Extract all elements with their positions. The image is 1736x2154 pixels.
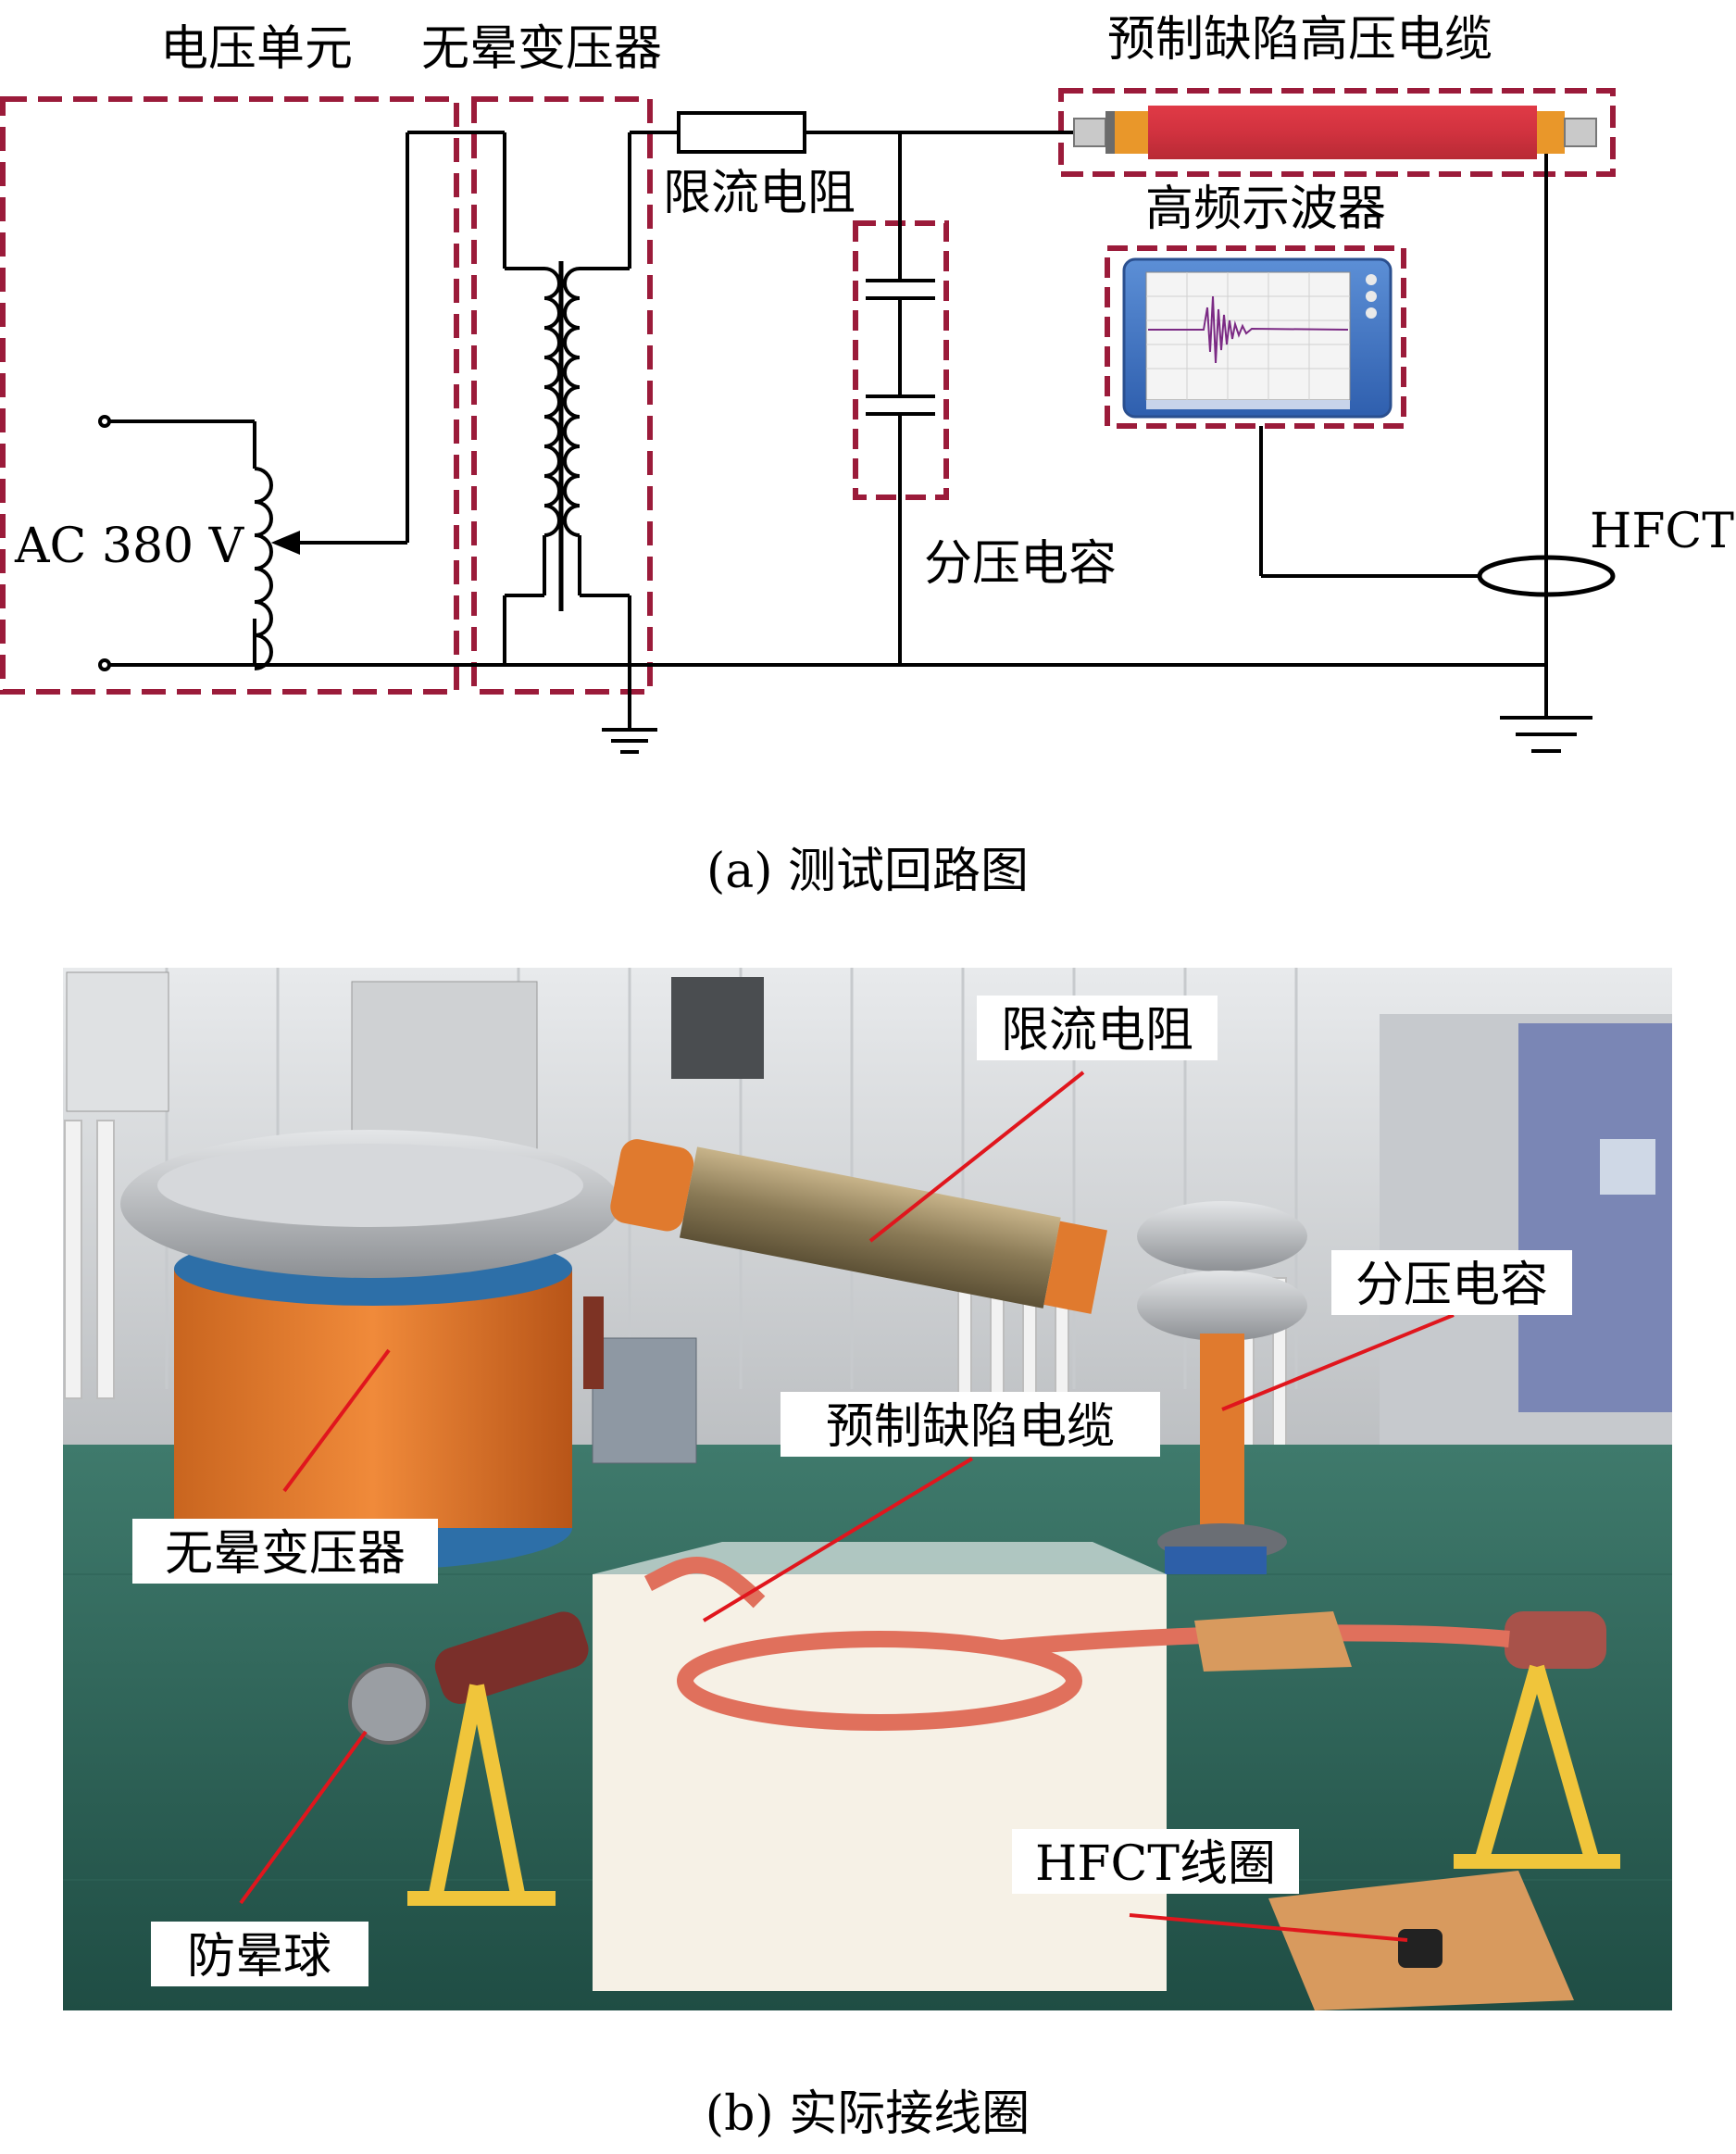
resistor-label: 限流电阻: [663, 166, 856, 221]
transformer-box: [471, 96, 653, 695]
defect-cable-label: 预制缺陷高压电缆: [1107, 12, 1492, 68]
oscilloscope-box: [1105, 245, 1406, 429]
voltage-unit-label: 电压单元: [160, 21, 353, 77]
photo-capacitor-label: 分压电容: [1355, 1258, 1548, 1313]
photo-resistor-label: 限流电阻: [1001, 1003, 1193, 1058]
oscilloscope-graphic: [1122, 257, 1393, 419]
caption-b: (b) 实际接线圈: [706, 2086, 1030, 2142]
photo-corona-ball-label: 防晕球: [187, 1929, 331, 1985]
caption-a: (a) 测试回路图: [706, 844, 1029, 899]
voltage-unit-box: [0, 96, 459, 695]
capacitor-label: 分压电容: [924, 536, 1117, 592]
wiring-photo: 限流电阻 分压电容 预制缺陷电缆 无晕变压器 防晕球 HFCT线圈: [63, 968, 1672, 2010]
oscilloscope-label: 高频示波器: [1145, 182, 1386, 237]
photo-hfct-coil-label: HFCT线圈: [1035, 1836, 1276, 1892]
photo-defect-cable-label: 预制缺陷电缆: [826, 1399, 1115, 1455]
resistor-symbol: [677, 111, 806, 154]
defect-cable-graphic: [1073, 106, 1597, 159]
hfct-label: HFCT: [1590, 504, 1734, 559]
circuit-diagram: [0, 88, 1616, 754]
photo-transformer-label: 无晕变压器: [165, 1526, 406, 1582]
source-label: AC 380 V: [14, 519, 245, 574]
transformer-label: 无晕变压器: [421, 21, 662, 77]
